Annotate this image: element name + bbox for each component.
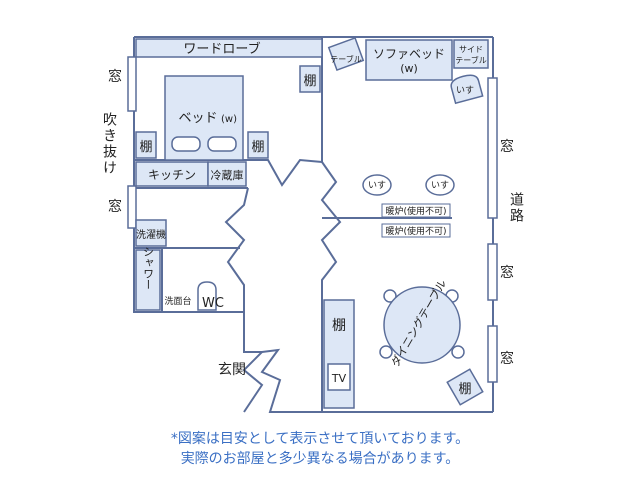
window-right-1	[487, 77, 498, 219]
window-left-mid	[127, 185, 137, 229]
shelf-bed-right-label: 棚	[251, 140, 264, 155]
chair-1	[362, 174, 392, 196]
washer	[135, 219, 167, 247]
tv-label: TV	[331, 372, 347, 385]
dining-chair-1	[383, 289, 397, 303]
wardrobe-label: ワードローブ	[183, 41, 260, 57]
chair-sofa-label: いす	[456, 85, 474, 96]
chair-2-label: いす	[431, 180, 449, 191]
zigzag-right	[320, 161, 342, 300]
pillow-right	[207, 136, 237, 152]
window-right-3	[487, 325, 498, 383]
window-right-2	[487, 243, 498, 301]
heater-2-label: 暖炉(使用不可)	[385, 225, 446, 237]
shelf-bedroom-label: 棚	[303, 74, 316, 89]
wardrobe	[135, 38, 323, 58]
window-right-2-label: 窓	[500, 265, 514, 281]
shelf-corner-label: 棚	[458, 382, 471, 397]
atrium-label: 吹き抜け	[101, 112, 117, 176]
fridge	[207, 161, 247, 187]
shelf-corner	[446, 368, 484, 406]
shelf-living	[323, 299, 355, 409]
shelf-bedroom	[299, 65, 321, 93]
shelf-bed-left	[135, 131, 157, 159]
pillow-left	[171, 136, 201, 152]
wall-left	[133, 37, 244, 313]
shelf-bed-right	[247, 131, 269, 159]
small-table	[327, 36, 365, 72]
window-left-top	[127, 56, 137, 112]
side-table	[453, 39, 489, 69]
window-right-1-label: 窓	[500, 139, 514, 155]
disclaimer-line-1: *図案は目安として表示させて頂いております。	[170, 431, 470, 447]
fridge-label: 冷蔵庫	[211, 168, 244, 182]
wash-basin-label: 洗面台	[164, 295, 191, 307]
window-left-top-label: 窓	[108, 69, 122, 85]
chair-2	[425, 174, 455, 196]
heater-1-label: 暖炉(使用不可)	[385, 205, 446, 217]
small-table-label: テーブル	[330, 54, 362, 64]
dining-chair-4	[451, 345, 465, 359]
heater-2	[381, 223, 451, 238]
side-table-label-2: テーブル	[455, 55, 487, 65]
shower-label: シャワー	[142, 246, 155, 290]
kitchen	[135, 161, 209, 187]
side-table-label-1: サイド	[459, 45, 483, 54]
bed-label: ベッド	[178, 111, 217, 126]
shower	[135, 249, 161, 311]
zigzag-left	[224, 187, 249, 330]
bed-w-label: (w)	[221, 114, 237, 125]
dining-table	[383, 286, 461, 364]
window-left-mid-label: 窓	[108, 199, 122, 215]
disclaimer-line-2: 実際のお部屋と多少異なる場合があります。	[180, 451, 460, 467]
chair-sofa	[450, 74, 484, 105]
zigzag-entrance	[242, 330, 265, 413]
sofa-bed	[365, 39, 453, 81]
wc-toilet	[197, 281, 217, 311]
tv	[327, 363, 351, 391]
wc-label: WC	[202, 296, 224, 311]
shelf-living-label: 棚	[332, 318, 346, 334]
washer-label: 洗濯機	[136, 228, 166, 241]
zigzag-upper	[250, 158, 323, 187]
heater-1	[381, 203, 451, 218]
dining-chair-3	[379, 345, 393, 359]
sofa-bed-w-label: (w)	[400, 62, 418, 75]
entrance-label: 玄関	[218, 361, 246, 378]
kitchen-label: キッチン	[148, 168, 196, 182]
chair-1-label: いす	[368, 180, 386, 191]
window-right-3-label: 窓	[500, 351, 514, 367]
sofa-bed-label: ソファベッド	[373, 47, 445, 61]
shelf-bed-left-label: 棚	[139, 140, 152, 155]
zigzag-entrance-right	[260, 348, 322, 413]
road-label: 道路	[508, 192, 524, 224]
